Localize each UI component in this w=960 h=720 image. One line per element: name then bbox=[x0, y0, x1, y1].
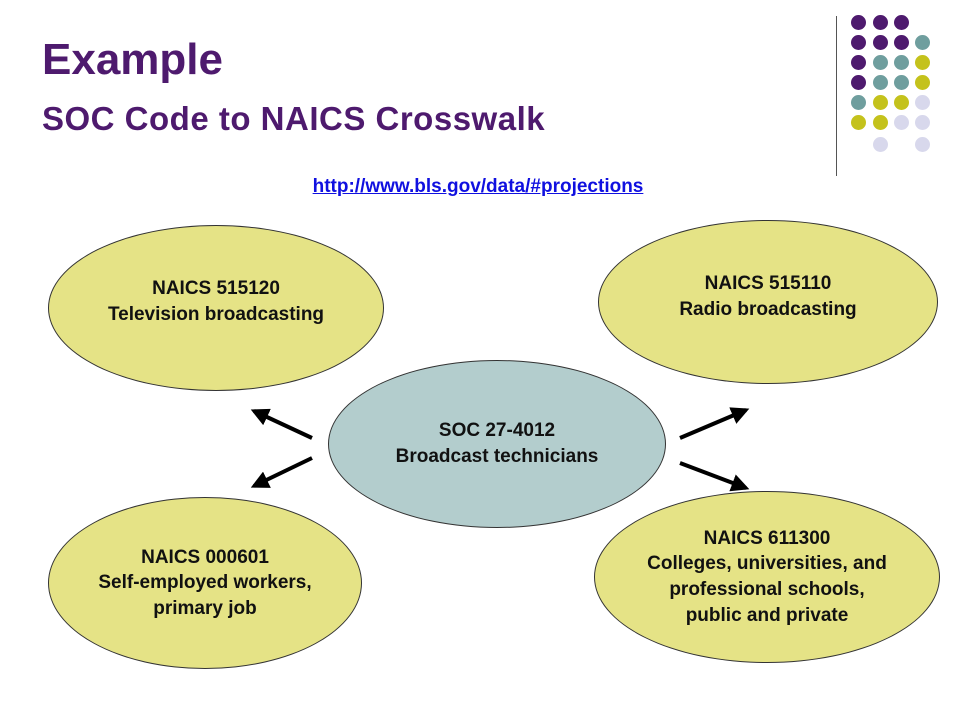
decorative-dot bbox=[873, 55, 888, 70]
naics-611300-label-2: professional schools, bbox=[669, 579, 865, 600]
decorative-dot bbox=[873, 115, 888, 130]
decorative-dot bbox=[915, 75, 930, 90]
arrow-to-bottom-left bbox=[250, 456, 313, 488]
projections-link[interactable]: http://www.bls.gov/data/#projections bbox=[312, 176, 644, 197]
naics-611300-ellipse: NAICS 611300 Colleges, universities, and… bbox=[594, 491, 940, 663]
decorative-dot bbox=[873, 95, 888, 110]
soc-label: Broadcast technicians bbox=[395, 446, 599, 467]
decorative-dot bbox=[915, 115, 930, 130]
naics-000601-label: Self-employed workers, bbox=[98, 572, 312, 594]
decorative-dot bbox=[894, 115, 909, 130]
decorative-dot bbox=[915, 55, 930, 70]
decorative-dot bbox=[915, 137, 930, 152]
decorative-dot bbox=[894, 75, 909, 90]
naics-611300-label: Colleges, universities, and bbox=[647, 553, 887, 575]
slide-title: Example bbox=[42, 35, 223, 84]
naics-515120-label: Television broadcasting bbox=[107, 304, 325, 325]
decorative-dot bbox=[894, 55, 909, 70]
naics-000601-ellipse: NAICS 000601 Self-employed workers, prim… bbox=[48, 497, 362, 669]
naics-611300-label-3: public and private bbox=[685, 604, 849, 626]
naics-611300-code: NAICS 611300 bbox=[703, 527, 831, 549]
naics-515120-code: NAICS 515120 bbox=[152, 278, 280, 300]
decorative-dot bbox=[894, 95, 909, 110]
naics-515110-ellipse: NAICS 515110 Radio broadcasting bbox=[598, 220, 938, 384]
decorative-dot bbox=[894, 15, 909, 30]
arrow-to-top-left bbox=[250, 408, 313, 440]
slide-subtitle: SOC Code to NAICS Crosswalk bbox=[42, 100, 546, 137]
soc-code: SOC 27-4012 bbox=[438, 420, 556, 442]
naics-000601-code: NAICS 000601 bbox=[141, 546, 269, 568]
naics-000601-label-2: primary job bbox=[153, 597, 257, 619]
soc-27-4012-ellipse: SOC 27-4012 Broadcast technicians bbox=[328, 360, 666, 528]
decorative-dot bbox=[851, 35, 866, 50]
naics-515110-label: Radio broadcasting bbox=[679, 299, 857, 320]
decorative-dot bbox=[873, 75, 888, 90]
divider-line bbox=[836, 16, 837, 176]
arrow-to-top-right bbox=[679, 407, 750, 440]
decorative-dot bbox=[851, 95, 866, 110]
decorative-dot bbox=[851, 75, 866, 90]
naics-515110-code: NAICS 515110 bbox=[704, 273, 832, 295]
decorative-dot bbox=[894, 35, 909, 50]
naics-515120-ellipse: NAICS 515120 Television broadcasting bbox=[48, 225, 384, 391]
decorative-dot bbox=[873, 35, 888, 50]
decorative-dot bbox=[915, 95, 930, 110]
decorative-dot bbox=[851, 55, 866, 70]
decorative-dot bbox=[851, 15, 866, 30]
decorative-dot bbox=[851, 115, 866, 130]
decorative-dot bbox=[873, 15, 888, 30]
decorative-dot bbox=[915, 35, 930, 50]
decorative-dot bbox=[873, 137, 888, 152]
arrow-to-bottom-right bbox=[679, 461, 750, 492]
